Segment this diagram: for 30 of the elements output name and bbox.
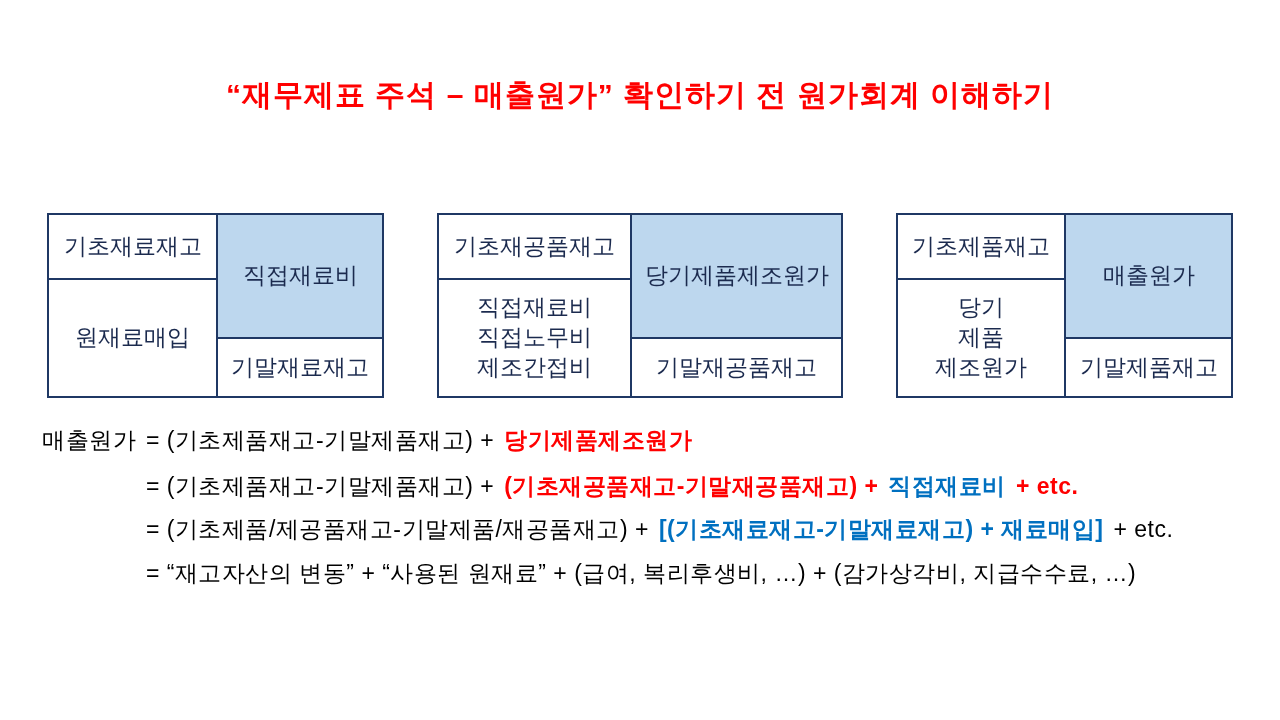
account-label: 기초제품재고 bbox=[912, 231, 1050, 261]
account-label: 당기제품제조원가 bbox=[644, 261, 829, 291]
highlighted-formula-term: 직접재료비 bbox=[888, 472, 1006, 501]
account-table bbox=[47, 213, 384, 398]
account-label: 기말재료재고 bbox=[231, 352, 369, 382]
account-table bbox=[896, 213, 1233, 398]
account-label: 원재료매입 bbox=[75, 323, 190, 353]
account-label: 기말제품재고 bbox=[1079, 352, 1218, 382]
formula-text: 매출원가 bbox=[42, 426, 136, 455]
account-label: 직접재료비 직접노무비 제조간접비 bbox=[476, 293, 593, 382]
account-label: 직접재료비 bbox=[242, 261, 358, 291]
account-label: 기말재공품재고 bbox=[656, 352, 817, 382]
account-label: 당기 제품 제조원가 bbox=[934, 293, 1028, 382]
formula-text: + etc. bbox=[1113, 515, 1174, 544]
account-label: 기초재공품재고 bbox=[454, 231, 615, 261]
highlighted-formula-term: (기초재공품재고-기말재공품재고) + bbox=[504, 472, 879, 501]
highlighted-account-cell bbox=[632, 215, 841, 339]
title: “재무제표 주석 – 매출원가” 확인하기 전 원가회계 이해하기 bbox=[226, 78, 1054, 111]
formula-text: = (기초제품/제공품재고-기말제품/재공품재고) + bbox=[146, 515, 649, 544]
highlighted-formula-term: [(기초재료재고-기말재료재고) + 재료매입] bbox=[658, 515, 1104, 544]
highlighted-account-cell bbox=[1066, 215, 1231, 339]
formula-text: = (기초제품재고-기말제품재고) + bbox=[146, 426, 495, 455]
highlighted-account-cell bbox=[218, 215, 382, 339]
formula-text: = (기초제품재고-기말제품재고) + bbox=[146, 472, 495, 501]
account-label: 기초재료재고 bbox=[63, 231, 202, 261]
account-table bbox=[437, 213, 843, 398]
formula-text: = “재고자산의 변동” + “사용된 원재료” + (급여, 복리후생비, …) + (감가상각비, 지급수수료, …) bbox=[146, 559, 1137, 588]
highlighted-formula-term: 당기제품제조원가 bbox=[504, 426, 693, 455]
highlighted-formula-term: + etc. bbox=[1015, 472, 1079, 501]
account-label: 매출원가 bbox=[1102, 261, 1195, 291]
